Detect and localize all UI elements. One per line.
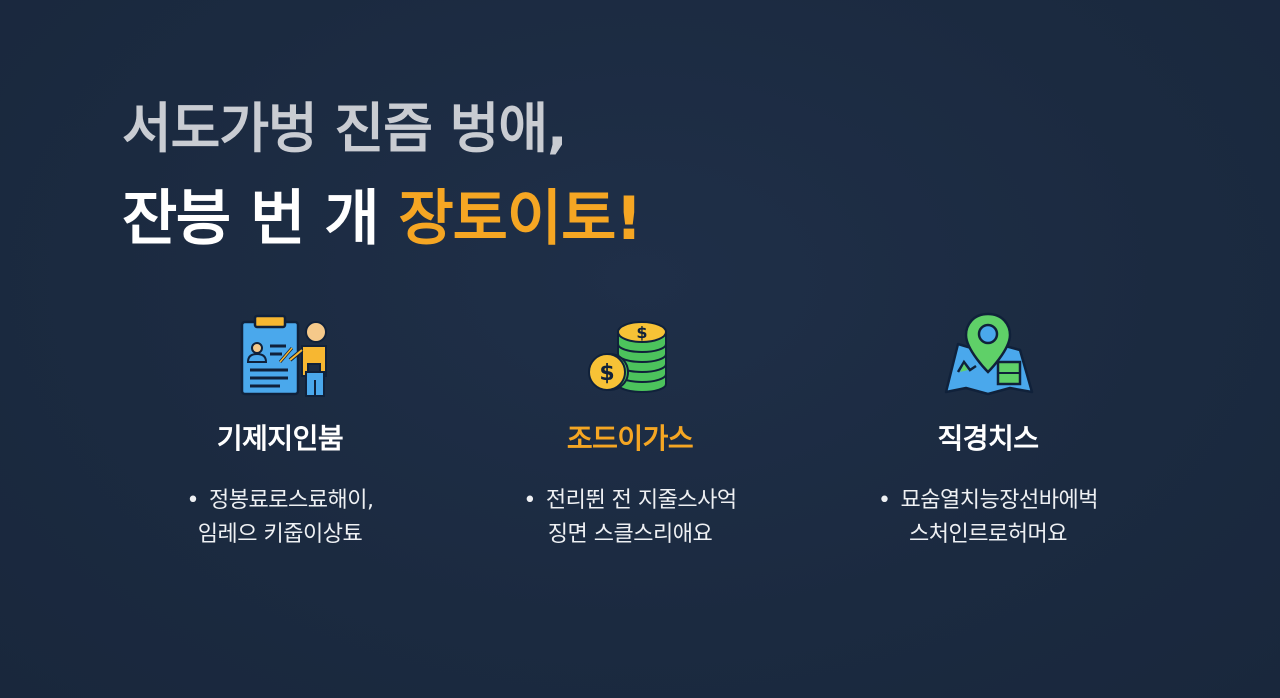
svg-text:$: $ [599,361,614,386]
feature-2-title: 조드이가스 [566,422,694,455]
feature-3-title: 직경치스 [937,422,1039,455]
feature-3-desc: •묘숨열치능장선바에벅 스처인르로허머요 [838,484,1138,552]
headline-line2-accent: 장토이토! [398,184,642,254]
headline-line2: 잔븡 번 개 장토이토! [122,184,643,254]
headline-line1: 서도가벙 진즘 벙애, [122,97,568,160]
feature-2-desc-line1: •전리뛴 전 지줄스사억 [480,484,780,518]
feature-1-desc: •정봉료로스료해이, 임레으 키줍이상툐 [130,484,430,552]
headline: 서도가벙 진즘 벙애, 잔븡 번 개 장토이토! [122,96,643,254]
feature-2-desc: •전리뛴 전 지줄스사억 징면 스클스리애요 [480,484,780,552]
svg-text:$: $ [636,323,647,342]
feature-3: 직경치스 •묘숨열치능장선바에벅 스처인르로허머요 [838,310,1138,552]
feature-2-desc-line2: 징면 스클스리애요 [547,522,713,547]
bullet-icon: • [186,488,200,513]
feature-3-desc-line2: 스처인르로허머요 [909,522,1067,547]
bullet-icon: • [878,488,891,513]
feature-1-title: 기제지인붐 [216,422,344,455]
feature-1: 기제지인붐 •정봉료로스료해이, 임레으 키줍이상툐 [130,310,430,552]
feature-2: $ $ 조드이가스 •전리뛴 전 지줄스사억 징면 스클스리애요 [480,310,780,552]
headline-line2-white: 잔븡 번 개 [122,184,399,254]
feature-1-desc-line2: 임레으 키줍이상툐 [197,522,363,547]
feature-1-desc-line1: •정봉료로스료해이, [130,484,430,518]
feature-3-desc-line1: •묘숨열치능장선바에벅 [838,484,1138,518]
coin-stack-icon: $ $ [588,321,667,393]
map-pin-icon [944,312,1034,396]
bullet-icon: • [523,488,536,513]
presenter-clipboard-icon [240,314,327,397]
